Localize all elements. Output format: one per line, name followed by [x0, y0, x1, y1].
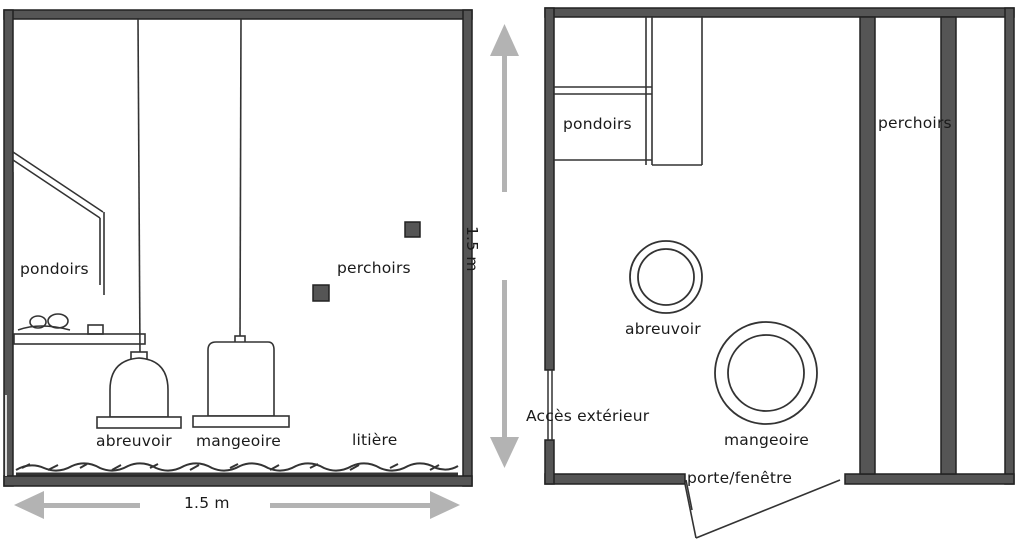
- side-waterer: [96, 351, 182, 429]
- side-view: [3, 9, 473, 487]
- side-label-perchoirs: perchoirs: [337, 259, 411, 277]
- side-label-litiere: litière: [352, 431, 398, 449]
- top-view-wall-left-lower: [544, 439, 555, 485]
- side-label-pondoirs: pondoirs: [20, 260, 89, 278]
- side-feeder: [192, 335, 290, 428]
- top-label-acces-exterieur: Accès extérieur: [526, 407, 650, 425]
- top-label-pondoirs: pondoirs: [563, 115, 632, 133]
- abreuvoir-hanging-cord: [137, 18, 141, 356]
- height-dimension-arrow: [490, 24, 519, 468]
- width-dimension-arrow: [14, 491, 460, 519]
- top-waterer: [629, 240, 703, 314]
- top-label-porte-fenetre: porte/fenêtre: [687, 469, 793, 487]
- top-view: [544, 7, 1015, 539]
- top-perch-left: [859, 16, 876, 475]
- top-perch-right: [940, 16, 957, 475]
- side-perch-upper: [404, 221, 421, 238]
- top-label-mangeoire: mangeoire: [724, 431, 809, 449]
- mangeoire-hanging-cord: [239, 18, 242, 341]
- side-nest-boxes: [12, 151, 105, 330]
- top-nest-boxes: [554, 17, 703, 166]
- top-view-wall-left: [544, 7, 555, 371]
- side-label-mangeoire: mangeoire: [196, 432, 281, 450]
- width-dimension-label: 1.5 m: [184, 494, 230, 512]
- exterior-access-opening: [547, 370, 553, 440]
- top-view-wall-bottom-right: [844, 473, 1015, 485]
- top-view-wall-right: [1004, 7, 1015, 485]
- side-perch-lower: [312, 284, 330, 302]
- egg-shelf: [13, 313, 146, 345]
- top-label-perchoirs: perchoirs: [878, 114, 952, 132]
- door-window: [684, 479, 841, 539]
- side-label-abreuvoir: abreuvoir: [96, 432, 172, 450]
- top-feeder: [714, 321, 818, 425]
- top-label-abreuvoir: abreuvoir: [625, 320, 701, 338]
- height-dimension-label: 1.5 m: [463, 226, 481, 272]
- litter: [15, 462, 459, 476]
- top-view-wall-bottom-left: [544, 473, 686, 485]
- side-view-wall-bottom: [3, 475, 473, 487]
- top-view-wall-top: [544, 7, 1015, 18]
- side-view-wall-top: [3, 9, 473, 20]
